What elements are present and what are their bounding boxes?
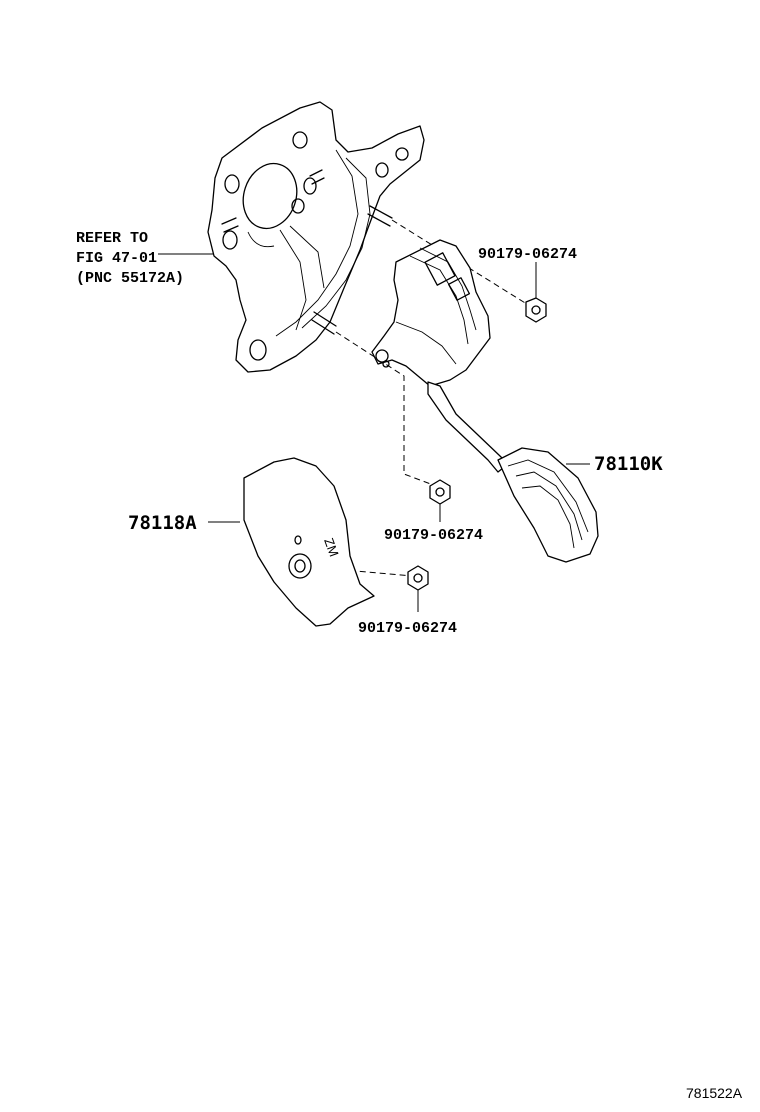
refer-line3: (PNC 55172A): [76, 270, 184, 287]
part-label-nut-middle: 90179-06274: [384, 527, 483, 544]
nut-middle: [429, 479, 451, 505]
refer-line1: REFER TO: [76, 230, 148, 247]
pedal-bracket: [207, 101, 425, 373]
nut-top: [525, 297, 547, 323]
leaders: [208, 262, 590, 612]
illustration-id: 781522A: [686, 1085, 743, 1101]
refer-line2: FIG 47-01: [76, 250, 157, 267]
part-label-cover: 78118A: [128, 512, 197, 534]
pedal-cover: ZM: [243, 457, 375, 627]
accelerator-pedal-assembly: [371, 239, 599, 563]
nut-bottom: [407, 565, 429, 591]
part-label-nut-bottom: 90179-06274: [358, 620, 457, 637]
part-label-nut-top: 90179-06274: [478, 246, 577, 263]
part-label-pedal: 78110K: [594, 453, 663, 475]
cover-stamp: ZM: [321, 536, 342, 559]
